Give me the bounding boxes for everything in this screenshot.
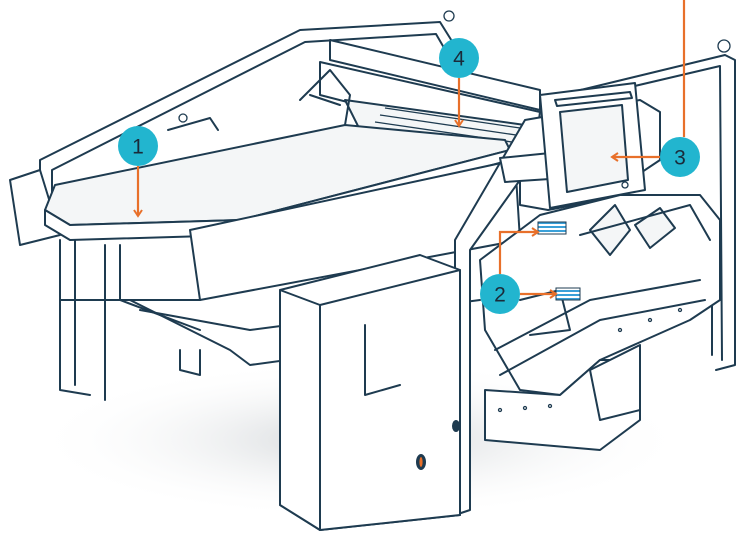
callout-3: 3	[660, 137, 700, 177]
leader-3-arrowhead	[610, 152, 619, 162]
callout-1: 1	[118, 126, 158, 166]
sensor-window-upper	[537, 221, 567, 235]
cabinet-lock-accent	[419, 457, 423, 467]
leader-4-arrowhead	[454, 119, 464, 128]
callout-4: 4	[439, 38, 479, 78]
callout-1-label: 1	[132, 136, 144, 159]
leader-2a-arrowhead	[531, 227, 540, 237]
callout-2-label: 2	[494, 284, 506, 307]
frame-bolt	[452, 420, 460, 432]
leader-2a	[498, 230, 538, 274]
leader-1-arrowhead	[133, 209, 143, 218]
sorting-body	[479, 194, 721, 451]
callout-4-circle	[439, 38, 479, 78]
leader-lines	[133, 0, 686, 299]
callout-2-circle	[480, 274, 520, 314]
vision-frame	[454, 82, 661, 516]
callout-3-circle	[660, 137, 700, 177]
callout-1-circle	[118, 126, 158, 166]
callout-3-label: 3	[674, 147, 686, 170]
electrical-cabinet	[279, 254, 461, 531]
leader-2b-arrowhead	[549, 289, 558, 299]
infeed-conveyor	[9, 124, 521, 401]
sensor-window-lower	[555, 287, 581, 301]
callout-2: 2	[480, 274, 520, 314]
callout-4-label: 4	[453, 48, 465, 71]
